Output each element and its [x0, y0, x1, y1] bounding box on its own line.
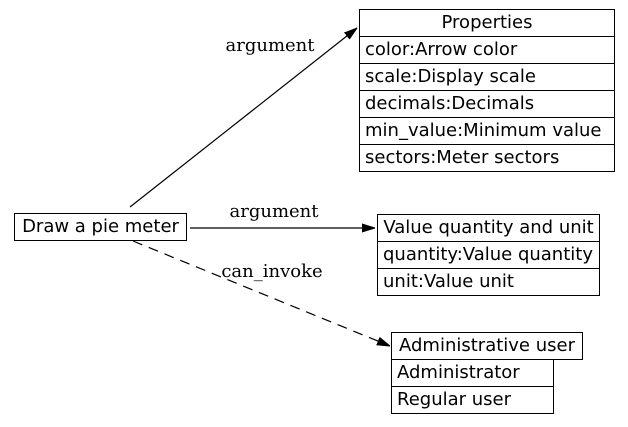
user-table-title: Administrative user — [391, 332, 583, 360]
properties-row-scale: scale:Display scale — [359, 63, 615, 91]
properties-row-color: color:Arrow color — [359, 36, 615, 64]
value-row-unit: unit:Value unit — [377, 268, 600, 296]
edge-argument-properties-line — [129, 28, 357, 208]
properties-row-min-value: min_value:Minimum value — [359, 117, 615, 145]
edge-label-argument-properties: argument — [225, 35, 315, 56]
node-draw-pie-meter: Draw a pie meter — [14, 213, 187, 241]
properties-table-title: Properties — [359, 9, 615, 37]
edge-label-can-invoke: can_invoke — [221, 261, 323, 282]
edge-can-invoke-line — [132, 240, 390, 346]
value-table-title: Value quantity and unit — [377, 214, 600, 242]
properties-row-decimals: decimals:Decimals — [359, 90, 615, 118]
properties-row-sectors: sectors:Meter sectors — [359, 144, 615, 172]
user-row-administrator: Administrator — [391, 359, 554, 387]
edge-label-argument-value: argument — [229, 201, 319, 222]
user-row-regular-user: Regular user — [391, 386, 554, 414]
value-row-quantity: quantity:Value quantity — [377, 241, 600, 269]
